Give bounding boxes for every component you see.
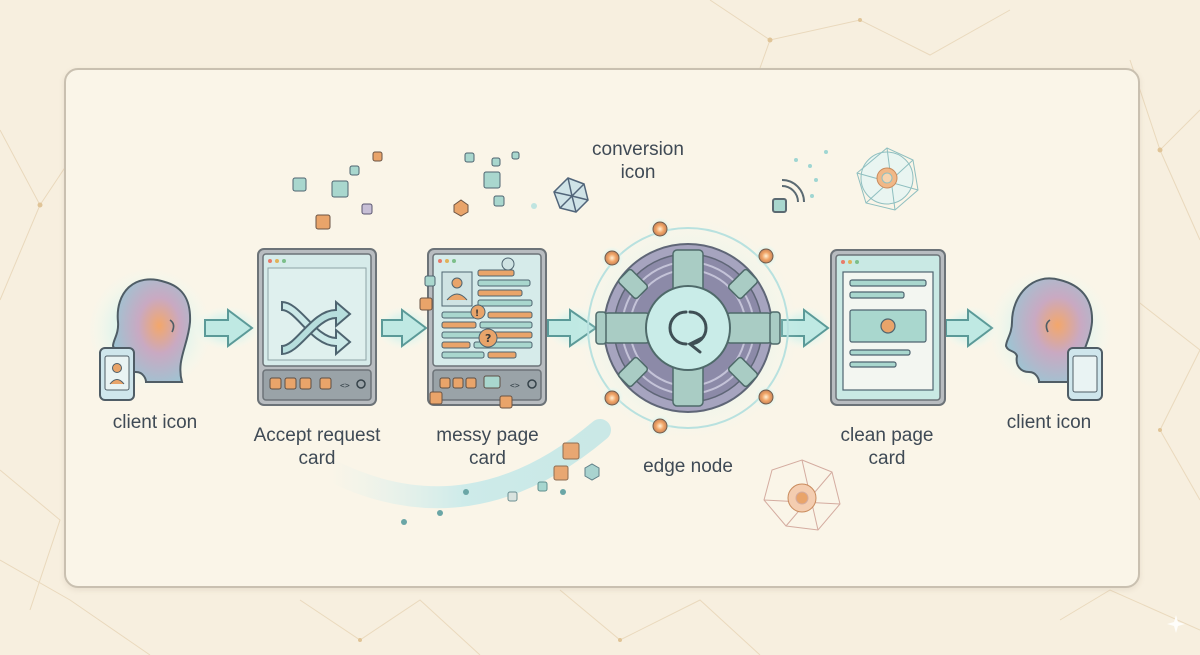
clean-page-card: [830, 249, 946, 406]
network-sphere-top: [856, 147, 919, 211]
arrow-1: [193, 306, 261, 350]
edge-node: [576, 216, 800, 440]
accept-request-label: Accept request card: [253, 425, 381, 469]
edge-node-label: edge node: [643, 456, 733, 477]
clean-page-label: clean page card: [840, 425, 934, 469]
cluttered-page-icon: [441, 257, 533, 359]
svg-text:<>: <>: [510, 381, 520, 390]
conversion-ring-icon: [668, 310, 708, 354]
client-left-label: client icon: [112, 412, 198, 433]
trail-particles: [401, 442, 600, 525]
arrow-2: [376, 306, 432, 350]
svg-text:<>: <>: [340, 381, 350, 390]
client-icon-right: [988, 268, 1112, 401]
client-icon-left: [88, 268, 212, 401]
svg-text:!: !: [475, 309, 479, 319]
shuffle-icon: [281, 299, 352, 357]
smartphone-icon: [1067, 347, 1103, 401]
network-sphere-bottom: [763, 459, 841, 531]
floating-fragments: [292, 151, 537, 230]
smartphone-icon: [99, 347, 135, 401]
client-right-label: client icon: [1006, 412, 1092, 433]
svg-text:?: ?: [485, 332, 491, 345]
sparkle-icon: [1167, 615, 1185, 633]
node-lights: [600, 217, 778, 438]
sparkle-dots: [794, 150, 828, 198]
arrow-5: [942, 306, 998, 350]
messy-page-label: messy page card: [436, 425, 539, 469]
messy-page-card: ? ! <>: [419, 248, 547, 409]
clean-page-icon: [842, 271, 934, 391]
card-toolbar: [269, 377, 332, 390]
conversion-icon-label: conversion icon: [592, 139, 684, 183]
polyhedron-icon: [553, 177, 589, 213]
signal-icon: [772, 179, 805, 213]
node-spokes: [603, 249, 773, 407]
accept-request-card: <>: [257, 248, 377, 406]
